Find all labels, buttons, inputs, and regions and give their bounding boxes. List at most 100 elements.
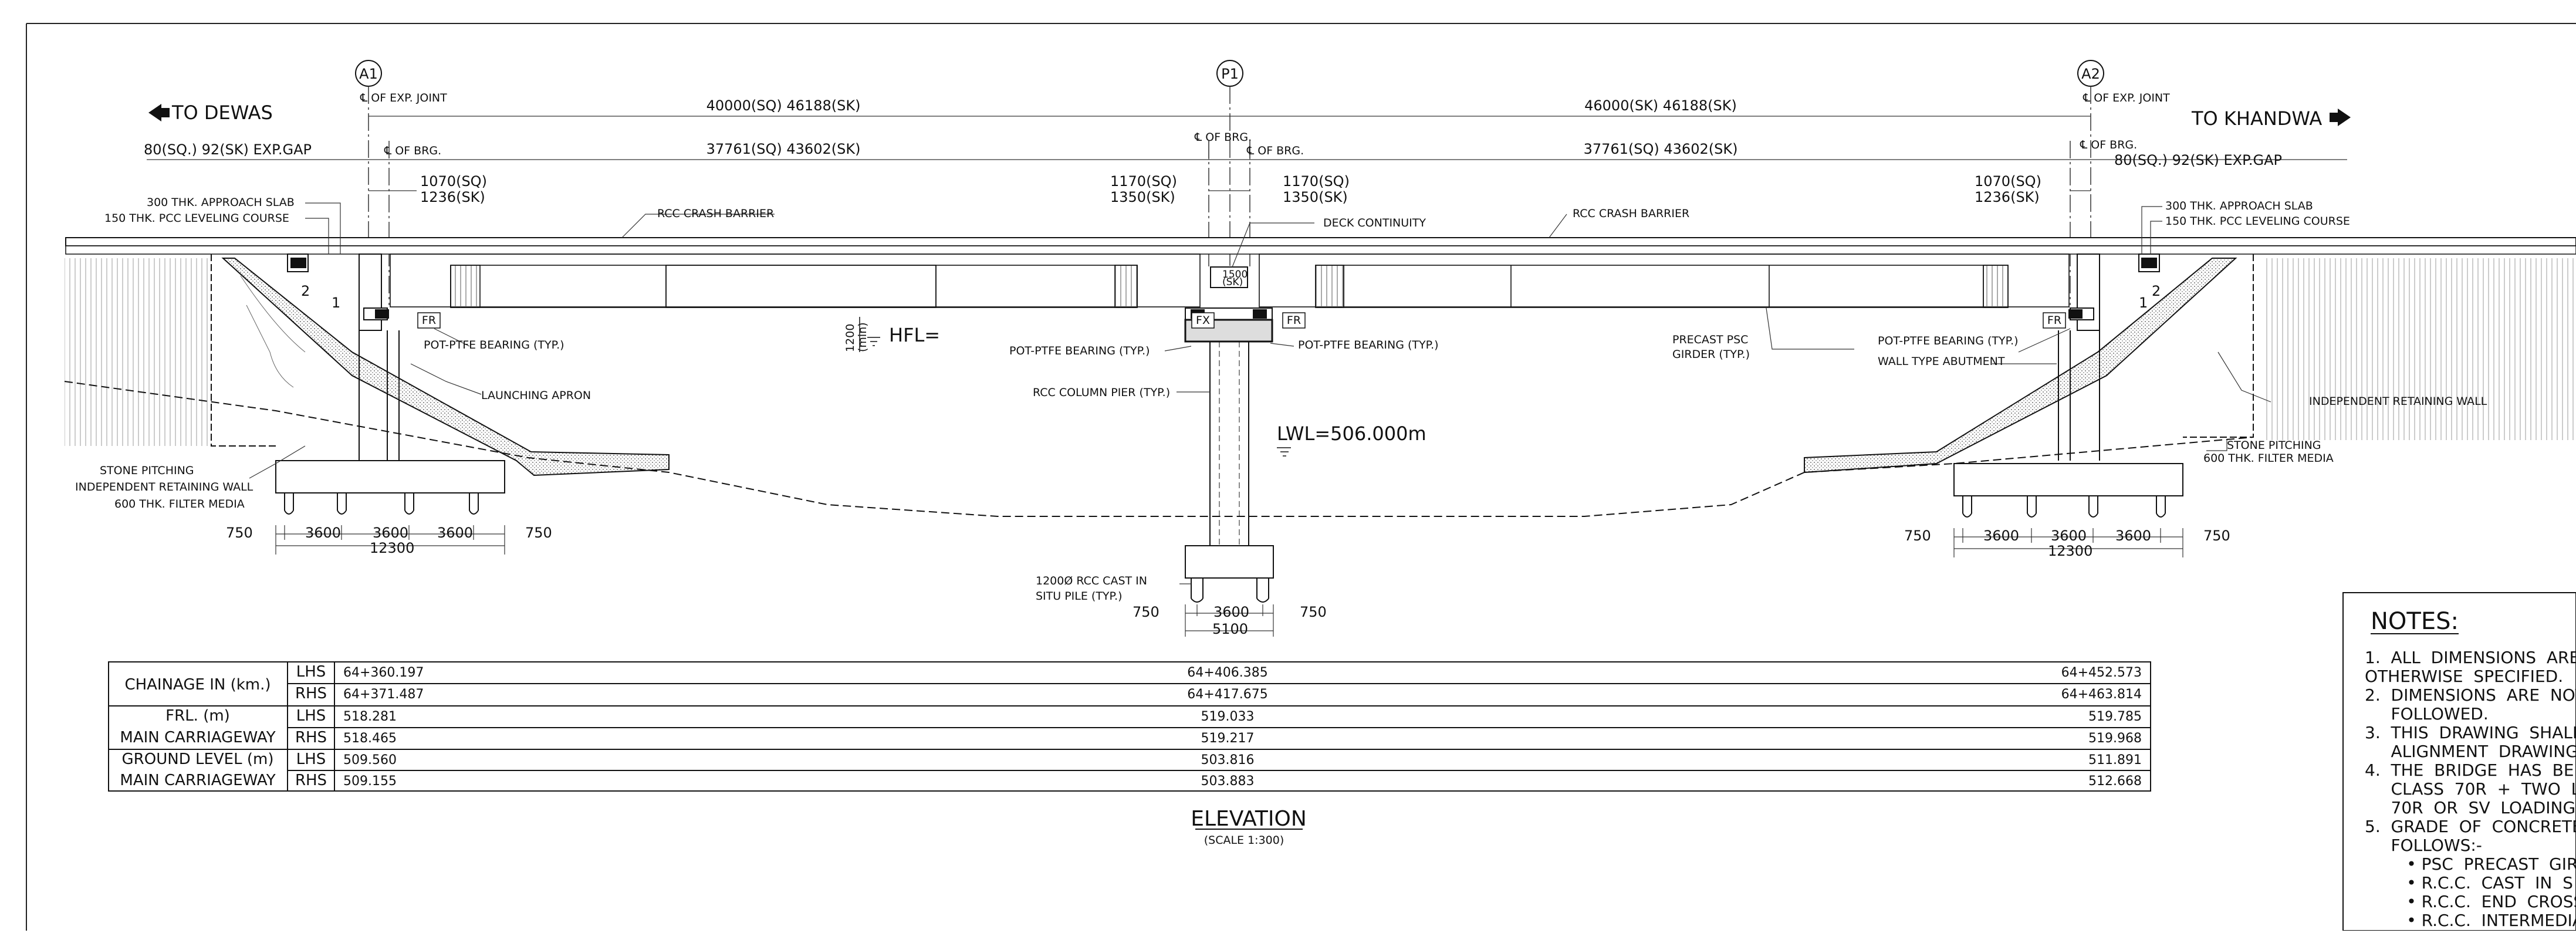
p1l-sq: 1170(SQ) bbox=[1110, 173, 1177, 190]
bearing-1: POT-PTFE BEARING (TYP.) bbox=[424, 339, 564, 351]
pile-dim-r-3: 3600 bbox=[2051, 528, 2087, 544]
note-line: 1. ALL DIMENSIONS ARE bbox=[2365, 648, 2576, 667]
fx-tag: FX bbox=[1196, 314, 1210, 327]
rcc-pier: RCC COLUMN PIER (TYP.) bbox=[1033, 386, 1170, 399]
hfl-dim: 1200 bbox=[844, 324, 857, 352]
bearing-2: POT-PTFE BEARING (TYP.) bbox=[1009, 344, 1150, 357]
slope-2-right: 2 bbox=[2152, 283, 2161, 299]
elevation-title: ELEVATION bbox=[1191, 807, 1307, 831]
note-line: 2. DIMENSIONS ARE NOT bbox=[2365, 685, 2576, 705]
approach-slab-right: 300 THK. APPROACH SLAB bbox=[2165, 200, 2313, 212]
table-row-label: MAIN CARRIAGEWAY bbox=[120, 729, 275, 746]
slope-2-left: 2 bbox=[301, 283, 310, 299]
table-row-label: FRL. (m) bbox=[165, 707, 230, 725]
sheet-border bbox=[26, 23, 2576, 931]
table-cell-end: 511.891 bbox=[2088, 753, 2142, 768]
table-side: RHS bbox=[295, 729, 327, 746]
pile-total-pier: 5100 bbox=[1212, 621, 1248, 637]
lwl-label: LWL=506.000m bbox=[1277, 422, 1426, 445]
table-side: RHS bbox=[295, 772, 327, 789]
table-side: LHS bbox=[296, 751, 326, 768]
a2-sq: 1070(SQ) bbox=[1975, 173, 2041, 190]
direction-right: TO KHANDWA bbox=[2191, 107, 2322, 130]
arrow-left-tail bbox=[161, 108, 170, 117]
slope-1-right: 1 bbox=[2139, 295, 2148, 311]
svg-text:P1: P1 bbox=[1221, 66, 1239, 82]
span2-total: 46000(SK) 46188(SK) bbox=[1584, 97, 1737, 114]
note-line: 70R OR SV LOADING bbox=[2365, 798, 2575, 817]
pile-label: 1200Ø RCC CAST IN bbox=[1036, 574, 1147, 587]
span1-total: 40000(SQ) 46188(SK) bbox=[706, 97, 861, 114]
table-cell-mid: 519.033 bbox=[1201, 709, 1255, 724]
precast-girder-b: GIRDER (TYP.) bbox=[1672, 348, 1750, 361]
table-row-label: MAIN CARRIAGEWAY bbox=[120, 772, 275, 789]
arrow-left-icon bbox=[148, 104, 161, 121]
bearing-tags bbox=[417, 312, 2066, 329]
bearing-3: POT-PTFE BEARING (TYP.) bbox=[1298, 339, 1439, 351]
pile-dim-r-2: 3600 bbox=[1983, 528, 2019, 544]
note-line: • R.C.C. CAST IN S bbox=[2365, 873, 2573, 893]
table-cells: CHAINAGE IN (km.) LHS 64+360.197 64+406.385… bbox=[120, 663, 2142, 789]
table-cell-mid: 503.816 bbox=[1201, 753, 1255, 768]
pcc-left: 150 THK. PCC LEVELING COURSE bbox=[104, 212, 289, 225]
note-line: • R.C.C. INTERMEDIATE bbox=[2365, 911, 2576, 930]
filter-right: 600 THK. FILTER MEDIA bbox=[2203, 452, 2334, 465]
span2-brg: 37761(SQ) 43602(SK) bbox=[1584, 141, 1738, 157]
crash-barrier-2: RCC CRASH BARRIER bbox=[1573, 207, 1689, 220]
exp-joint-right: ℄ OF EXP. JOINT bbox=[2083, 92, 2170, 104]
filter-left: 600 THK. FILTER MEDIA bbox=[114, 498, 245, 511]
fr-right: FR bbox=[2047, 314, 2061, 327]
girders-span-2 bbox=[1259, 253, 2070, 308]
arrow-right-icon bbox=[2338, 109, 2351, 126]
table-row-label: GROUND LEVEL (m) bbox=[122, 751, 274, 768]
table-cell-mid: 503.883 bbox=[1201, 774, 1255, 789]
center-lines bbox=[368, 86, 2091, 305]
hfl-label: HFL= bbox=[889, 324, 940, 346]
pile-dim-r-4: 3600 bbox=[2115, 528, 2151, 544]
pile-dim-l-1: 750 bbox=[226, 525, 253, 541]
leader-lines bbox=[249, 202, 2271, 584]
deck bbox=[65, 237, 2576, 255]
brg-pier-1: ℄ OF BRG. bbox=[1194, 131, 1252, 144]
pile-dim-r-5: 750 bbox=[2203, 528, 2230, 544]
table-cell-mid: 64+406.385 bbox=[1187, 665, 1267, 680]
pile-total-left: 12300 bbox=[370, 540, 414, 556]
a2-sk: 1236(SK) bbox=[1975, 189, 2040, 205]
axis-a1: A1 bbox=[355, 60, 382, 87]
brg-pier-2: ℄ OF BRG. bbox=[1246, 144, 1304, 157]
pile-total-right: 12300 bbox=[2048, 543, 2092, 559]
pile-dim-l-3: 3600 bbox=[373, 525, 408, 541]
arrow-right-tail bbox=[2330, 113, 2338, 122]
table-cell-end: 64+463.814 bbox=[2061, 687, 2142, 702]
approach-slab-left: 300 THK. APPROACH SLAB bbox=[147, 196, 295, 209]
launching-apron: LAUNCHING APRON bbox=[481, 389, 591, 402]
precast-girder: PRECAST PSC bbox=[1672, 333, 1748, 346]
a1-sk: 1236(SK) bbox=[420, 189, 485, 205]
table-cell-mid: 64+417.675 bbox=[1187, 687, 1267, 702]
brg-left: ℄ OF BRG. bbox=[384, 144, 441, 157]
deck-continuity: DECK CONTINUITY bbox=[1323, 217, 1426, 229]
table-side: LHS bbox=[296, 707, 326, 725]
svg-text:A2: A2 bbox=[2081, 66, 2100, 82]
table-side: RHS bbox=[295, 685, 327, 702]
pile-dim-l-2: 3600 bbox=[305, 525, 341, 541]
wall-abutment: WALL TYPE ABUTMENT bbox=[1878, 355, 2005, 368]
a1-sq: 1070(SQ) bbox=[420, 173, 487, 190]
table-cell-mid: 519.217 bbox=[1201, 731, 1255, 746]
girders-span-1 bbox=[390, 253, 1201, 308]
table-cell-end: 64+452.573 bbox=[2061, 665, 2142, 680]
exp-joint-left: ℄ OF EXP. JOINT bbox=[360, 92, 447, 104]
table-cell-start: 64+360.197 bbox=[343, 665, 424, 680]
exp-gap-left: 80(SQ.) 92(SK) EXP.GAP bbox=[144, 141, 312, 158]
note-line: FOLLOWS:- bbox=[2365, 836, 2482, 855]
indep-wall-left: INDEPENDENT RETAINING WALL bbox=[75, 481, 253, 493]
note-line: CLASS 70R + TWO L bbox=[2365, 779, 2576, 799]
direction-left: TO DEWAS bbox=[171, 102, 273, 124]
pile-dim-p-3: 750 bbox=[1300, 604, 1327, 620]
axis-a2: A2 bbox=[2077, 60, 2104, 87]
table-row-label: CHAINAGE IN (km.) bbox=[124, 676, 271, 694]
table-cell-start: 509.155 bbox=[343, 774, 397, 789]
